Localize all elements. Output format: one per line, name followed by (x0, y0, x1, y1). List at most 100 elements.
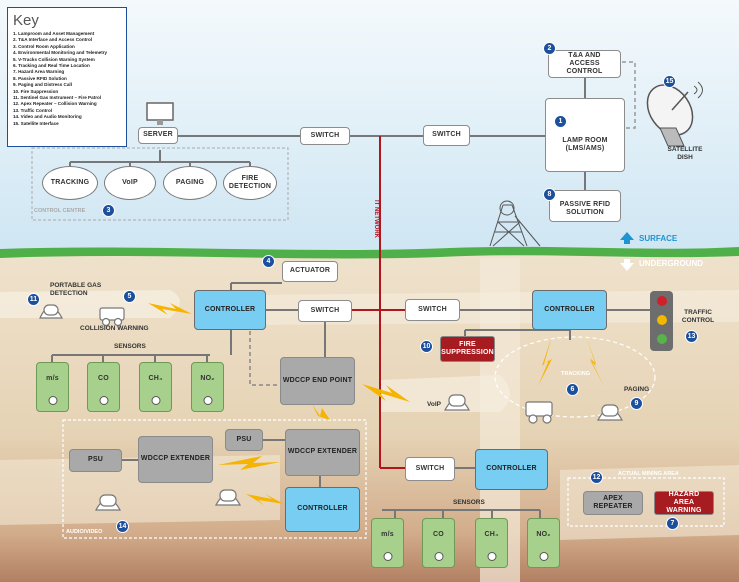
legend-item: 5. V-Tracks Collision Warning System (13, 56, 95, 62)
fire-detection-label: FIRE DETECTION (228, 174, 272, 190)
legend-item: 14. Video and Audio Monitoring (13, 114, 82, 120)
audio-video-label: AUDIO/VIDEO (66, 529, 103, 535)
actual-mining-area-label: ACTUAL MINING AREA (618, 471, 679, 477)
switch-label: SWITCH (432, 131, 461, 139)
sensor-label: NO₂ (200, 375, 215, 382)
psu-left-node[interactable]: PSU (69, 449, 122, 472)
actuator-label: ACTUATOR (289, 267, 331, 275)
sensors-top-label: SENSORS (114, 343, 146, 350)
paging-label: PAGING (175, 178, 205, 186)
badge-14: 14 (116, 520, 129, 533)
legend-item: 13. Traffic Control (13, 107, 53, 113)
switch-surface-left[interactable]: SWITCH (300, 127, 350, 145)
sensor-label: CO (433, 531, 444, 538)
sensors-bottom-label: SENSORS (453, 499, 485, 506)
lamp-room-label: LAMP ROOM (LMS/AMS) (562, 136, 608, 152)
ta-access-label: T&A AND ACCESS CONTROL (566, 51, 603, 76)
legend-item: 15. Satellite Interface (13, 120, 59, 126)
sensor-ms-bottom[interactable]: m/s (371, 518, 404, 568)
psu-top-node[interactable]: PSU (225, 429, 263, 451)
legend-key: Key 1. Lamproom and Asset Management 2. … (7, 7, 127, 147)
passive-rfid-label: PASSIVE RFID SOLUTION (559, 200, 611, 216)
fire-suppression-node[interactable]: FIRE SUPPRESSION (440, 336, 495, 362)
legend-item: 10. Fire Suppression (13, 88, 59, 94)
legend-item: 2. T&A Interface and Access Control (13, 37, 93, 43)
badge-12: 12 (590, 471, 603, 484)
ta-access-control-node[interactable]: T&A AND ACCESS CONTROL (548, 50, 621, 78)
sensor-label: m/s (46, 375, 59, 382)
traffic-control-label: TRAFFIC CONTROL (681, 309, 715, 324)
legend-item: 12. Apex Repeater – Collision Warning (13, 101, 97, 107)
voip-node[interactable]: VoIP (104, 166, 156, 200)
passive-rfid-node[interactable]: PASSIVE RFID SOLUTION (549, 190, 621, 222)
switch-underground-right[interactable]: SWITCH (405, 299, 460, 321)
switch-surface-right[interactable]: SWITCH (423, 125, 470, 146)
wdccp-extender-label: WDCCP EXTENDER (287, 448, 358, 456)
controller-right-node[interactable]: CONTROLLER (532, 290, 607, 330)
legend-item: 6. Tracking and Real Time Location (13, 63, 90, 69)
psu-label: PSU (236, 435, 252, 443)
controller-bottom-right-node[interactable]: CONTROLLER (475, 449, 548, 490)
fire-suppression-label: FIRE SUPPRESSION (441, 340, 494, 356)
hazard-area-warning-node[interactable]: HAZARD AREA WARNING (654, 491, 714, 515)
badge-9: 9 (630, 397, 643, 410)
badge-8: 8 (543, 188, 556, 201)
collision-warning-label: COLLISION WARNING (80, 325, 149, 332)
server-node[interactable]: SERVER (138, 127, 178, 144)
badge-6: 6 (566, 383, 579, 396)
badge-13: 13 (685, 330, 698, 343)
tracking-node[interactable]: TRACKING (42, 166, 98, 200)
badge-5: 5 (123, 290, 136, 303)
sensor-co-bottom[interactable]: CO (422, 518, 455, 568)
legend-item: 4. Environmental Monitoring and Telemetr… (13, 50, 108, 56)
sensor-no2-top[interactable]: NO₂ (191, 362, 224, 412)
legend-item: 8. Passive RFID Solution (13, 75, 67, 81)
controller-bottom-node[interactable]: CONTROLLER (285, 487, 360, 532)
lamp-room-node[interactable]: LAMP ROOM (LMS/AMS) (545, 98, 625, 172)
sensor-no2-bottom[interactable]: NO₂ (527, 518, 560, 568)
actuator-node[interactable]: ACTUATOR (282, 261, 338, 282)
server-label: SERVER (143, 131, 173, 139)
voip-label: VoIP (122, 178, 138, 186)
sensor-label: CH₄ (484, 531, 499, 538)
switch-label: SWITCH (415, 464, 445, 472)
sensor-label: NO₂ (536, 531, 551, 538)
sensor-co-top[interactable]: CO (87, 362, 120, 412)
satellite-dish-label: SATELLITE DISH (667, 146, 703, 161)
switch-bottom-node[interactable]: SWITCH (405, 457, 455, 481)
sensor-label: CO (98, 375, 109, 382)
legend-item: 11. Sentinel Gas Instrument – Fire Patro… (13, 95, 102, 101)
wdccp-endpoint-node[interactable]: WDCCP END POINT (280, 357, 355, 405)
apex-repeater-node[interactable]: APEX REPEATER (583, 491, 643, 515)
switch-label: SWITCH (418, 305, 447, 313)
controller-label: CONTROLLER (297, 505, 348, 513)
controller-label: CONTROLLER (486, 465, 537, 473)
sensor-label: m/s (381, 531, 394, 538)
apex-repeater-label: APEX REPEATER (593, 494, 633, 510)
voip-underground-label: VoIP (427, 401, 441, 408)
sensor-ch4-top[interactable]: CH₄ (139, 362, 172, 412)
badge-10: 10 (420, 340, 433, 353)
legend-item: 7. Hazard Area Warning (13, 69, 65, 75)
badge-2: 2 (543, 42, 556, 55)
fire-detection-node[interactable]: FIRE DETECTION (223, 166, 277, 200)
paging-node[interactable]: PAGING (163, 166, 217, 200)
wdccp-extender-left-node[interactable]: WDCCP EXTENDER (138, 436, 213, 483)
sensor-ch4-bottom[interactable]: CH₄ (475, 518, 508, 568)
legend-item: 9. Paging and Distress Call (13, 82, 72, 88)
badge-11: 11 (27, 293, 40, 306)
surface-label: SURFACE (639, 234, 678, 243)
sensor-ms-top[interactable]: m/s (36, 362, 69, 412)
psu-label: PSU (88, 456, 103, 464)
traffic-light-icon (650, 291, 673, 351)
underground-label: UNDERGROUND (639, 259, 703, 268)
legend-title: Key (13, 12, 39, 29)
controller-left-node[interactable]: CONTROLLER (194, 290, 266, 330)
switch-label: SWITCH (310, 306, 340, 314)
sensor-label: CH₄ (148, 375, 163, 382)
switch-underground-mid[interactable]: SWITCH (298, 300, 352, 322)
paging-underground-label: PAGING (624, 386, 650, 393)
wdccp-extender-right-node[interactable]: WDCCP EXTENDER (285, 429, 360, 476)
badge-3: 3 (102, 204, 115, 217)
portable-gas-label: PORTABLE GAS DETECTION (50, 282, 102, 297)
